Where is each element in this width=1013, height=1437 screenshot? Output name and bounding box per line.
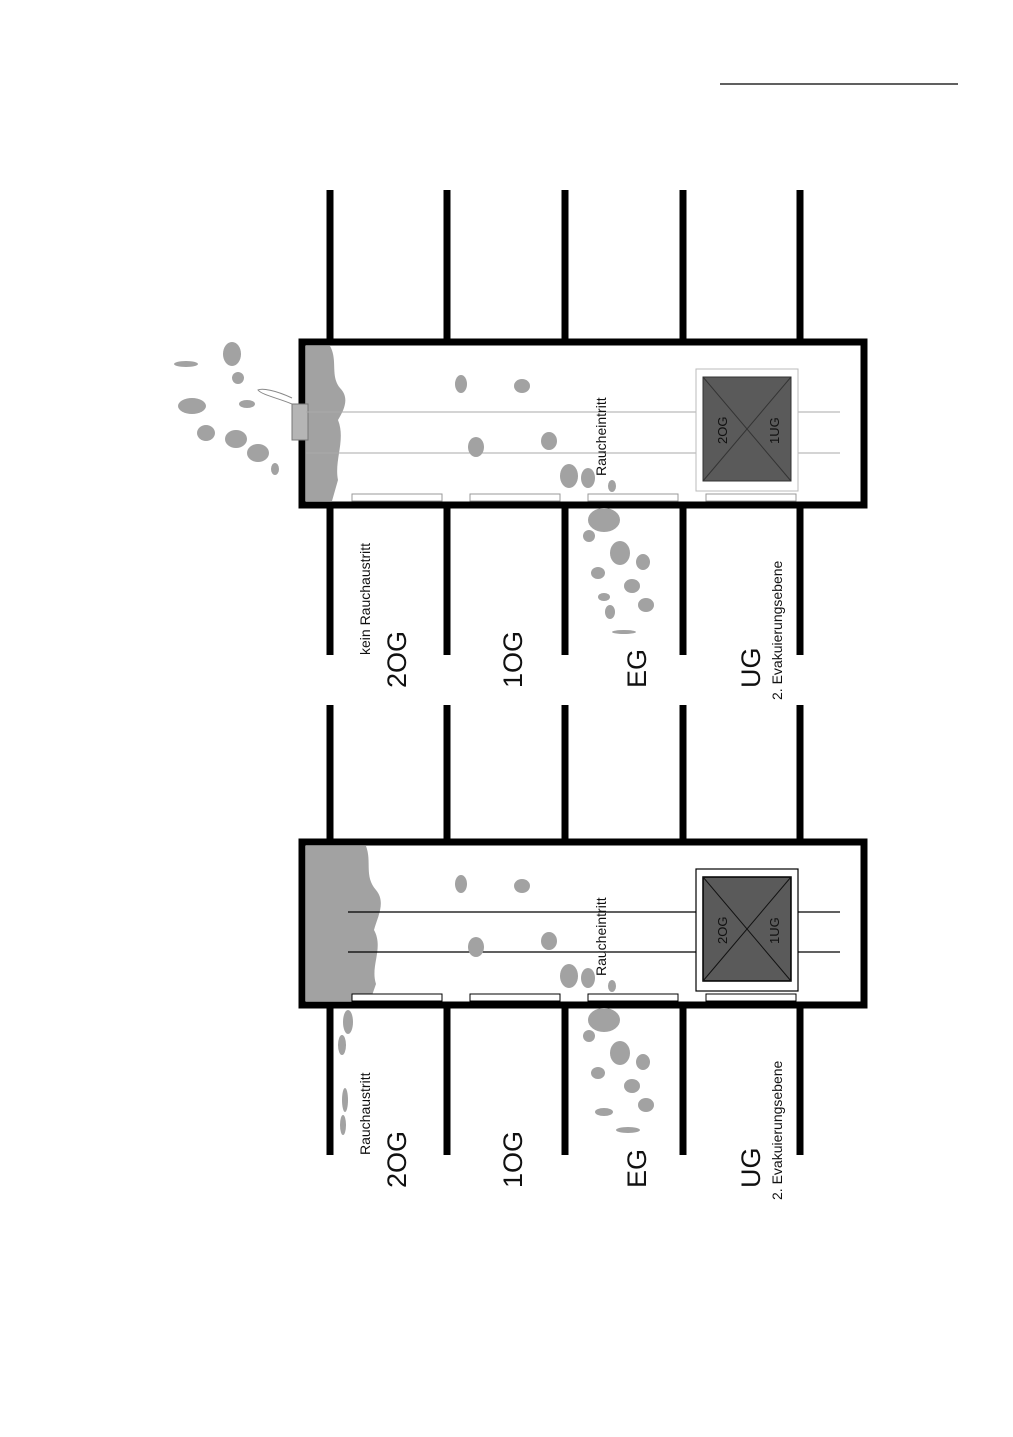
floor-label-2og: 2OG — [382, 1131, 412, 1188]
lobby-smoke — [583, 508, 654, 634]
floor-label-ug: UG — [736, 648, 766, 689]
floor-slabs-lower — [326, 1005, 804, 1155]
landing-doors — [351, 493, 797, 502]
shaft-smoke-puffs — [455, 875, 616, 992]
car-label-upper: 2OG — [715, 417, 730, 444]
roof-vent — [291, 403, 309, 441]
floor-label-eg: EG — [622, 649, 652, 688]
panel-bottom: 2OG 1UG 2OG 1 — [298, 705, 868, 1200]
car-label-lower: 1UG — [767, 417, 782, 444]
evacuation-level-label: 2. Evakuierungsebene — [769, 1060, 785, 1200]
evacuation-level-label: 2. Evakuierungsebene — [769, 560, 785, 700]
roof-exit-smoke — [174, 342, 279, 475]
smoke-entry-label: Raucheintritt — [593, 897, 609, 976]
shaft-smoke — [306, 846, 381, 1001]
floor-label-ug: UG — [736, 1148, 766, 1189]
vent-flap — [257, 388, 293, 405]
lobby-smoke — [583, 1008, 654, 1133]
floor-label-2og: 2OG — [382, 631, 412, 688]
smoke-exit-label: Rauchaustritt — [357, 1072, 373, 1155]
panel-top: 2OG 1UG — [174, 190, 868, 700]
floor-slabs-upper — [326, 705, 804, 842]
smoke-entry-label: Raucheintritt — [593, 397, 609, 476]
floor-label-eg: EG — [622, 1149, 652, 1188]
landing-doors — [351, 993, 797, 1002]
floor-label-1og: 1OG — [498, 1131, 528, 1188]
floor-slabs-lower — [326, 505, 804, 655]
car-label-lower: 1UG — [767, 917, 782, 944]
smoke-exit-label: kein Rauchaustritt — [357, 543, 373, 655]
shaft-smoke — [306, 346, 346, 501]
2og-exit-smoke — [338, 1010, 353, 1135]
car-label-upper: 2OG — [715, 917, 730, 944]
shaft-smoke-puffs — [455, 375, 616, 492]
floor-label-1og: 1OG — [498, 631, 528, 688]
floor-slabs-upper — [326, 190, 804, 342]
